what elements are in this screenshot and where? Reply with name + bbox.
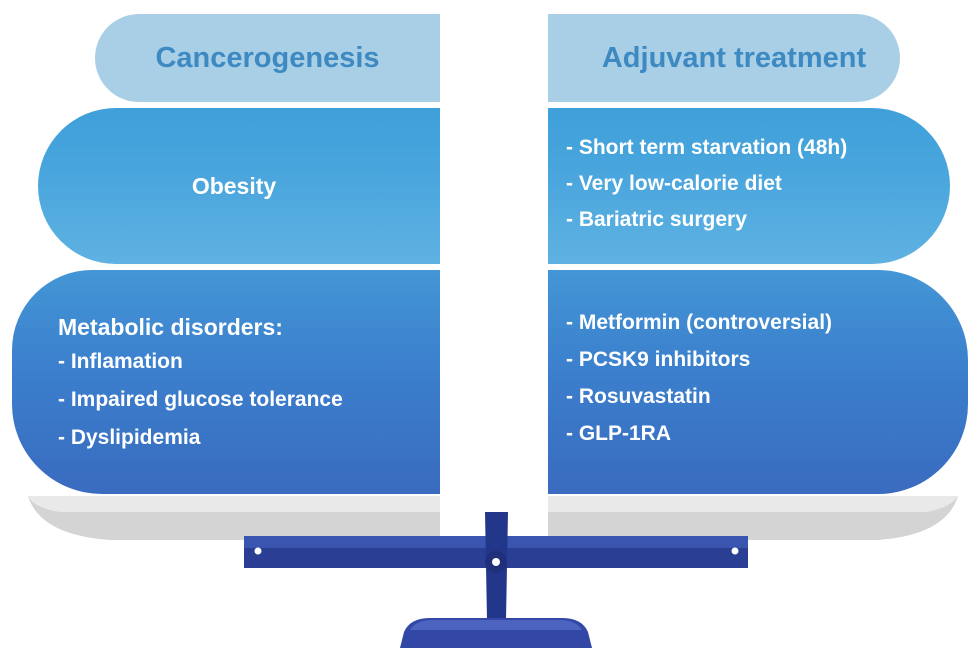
left-lower-item-2: - Dyslipidemia: [58, 426, 201, 449]
right-header-title: Adjuvant treatment: [601, 41, 867, 74]
right-lower-item-1: - PCSK9 inhibitors: [566, 348, 751, 371]
beam-right-rivet: [731, 547, 739, 555]
right-middle-box: - Short term starvation (48h) - Very low…: [548, 108, 950, 264]
left-pan-dish-shade: [28, 496, 440, 512]
scale-base-shade: [410, 620, 582, 630]
right-lower-item-0: - Metformin (controversial): [566, 311, 833, 334]
left-middle-box: Obesity: [38, 108, 440, 264]
right-middle-item-2: - Bariatric surgery: [566, 208, 747, 231]
beam-left-rivet: [254, 547, 262, 555]
right-lower-item-3: - GLP-1RA: [566, 422, 671, 445]
right-pan-dish-shade: [548, 496, 958, 512]
left-lower-title: Metabolic disorders:: [58, 314, 283, 340]
right-lower-box: - Metformin (controversial) - PCSK9 inhi…: [548, 270, 968, 494]
column-pivot-rivet: [492, 558, 500, 566]
right-lower-item-2: - Rosuvastatin: [566, 385, 711, 408]
right-middle-item-1: - Very low-calorie diet: [566, 172, 782, 195]
left-lower-item-1: - Impaired glucose tolerance: [58, 388, 343, 411]
left-lower-item-0: - Inflamation: [58, 350, 183, 373]
right-middle-item-0: - Short term starvation (48h): [566, 136, 848, 159]
left-middle-label: Obesity: [191, 172, 277, 199]
left-header-box: Cancerogenesis: [95, 14, 440, 102]
left-header-title: Cancerogenesis: [155, 41, 380, 74]
left-lower-box: Metabolic disorders: - Inflamation - Imp…: [12, 270, 440, 494]
right-header-box: Adjuvant treatment: [548, 14, 900, 102]
